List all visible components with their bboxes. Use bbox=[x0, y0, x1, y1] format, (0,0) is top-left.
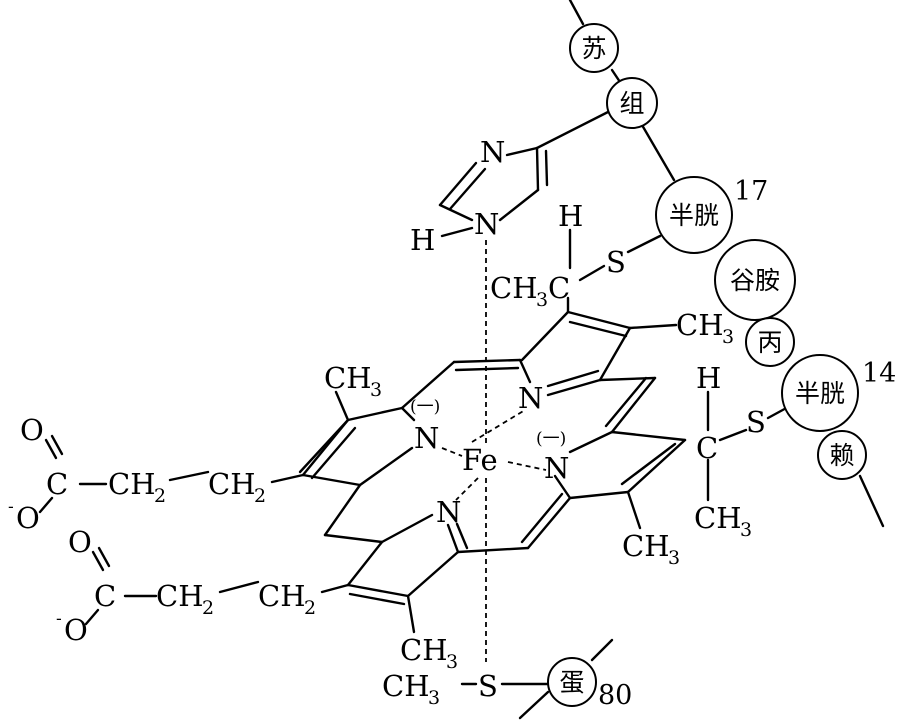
hydrogen-17: H bbox=[558, 199, 583, 233]
imidazole-nitrogen-top: N bbox=[480, 135, 505, 169]
residue-ala: 丙 bbox=[757, 328, 782, 357]
imidazole-nitrogen-bottom: N bbox=[474, 207, 499, 241]
methyl-sub-bottom: 3 bbox=[446, 651, 458, 673]
nitrogen-lower-right: N bbox=[544, 451, 569, 485]
propionate2-ch2-a: CH bbox=[156, 579, 203, 613]
residue-his: 组 bbox=[619, 89, 644, 118]
methyl-sub-17: 3 bbox=[536, 289, 548, 311]
residue-cys14: 半胱 bbox=[795, 379, 845, 408]
methyl-ch-lower-right: CH bbox=[622, 529, 669, 563]
methionine-methyl-sub: 3 bbox=[428, 687, 440, 709]
methyl-ch-top-right: CH bbox=[676, 308, 723, 342]
methyl-ch-upper-left: CH bbox=[324, 361, 371, 395]
nitrogen-upper-right: N bbox=[518, 381, 543, 415]
propionate1-carbon: C bbox=[46, 467, 68, 501]
residue-circles bbox=[547, 23, 867, 707]
methionine-methyl-ch: CH bbox=[382, 669, 429, 703]
methyl-sub-upper-left: 3 bbox=[370, 379, 382, 401]
coordination-bonds bbox=[441, 240, 547, 662]
propionate1-minus: - bbox=[8, 497, 14, 517]
negative-charge-upper-left: (一) bbox=[410, 397, 440, 417]
propionate2-minus: - bbox=[56, 609, 62, 629]
methyl-sub-lower-right: 3 bbox=[668, 547, 680, 569]
iron-atom: Fe bbox=[462, 443, 498, 477]
sulfur-17: S bbox=[606, 245, 626, 279]
nitrogen-upper-left: N bbox=[414, 421, 439, 455]
methyl-ch-17: CH bbox=[490, 271, 537, 305]
residue-number-80: 80 bbox=[598, 680, 632, 711]
propionate1-oxygen-single: O bbox=[16, 501, 40, 535]
sulfur-14: S bbox=[746, 405, 766, 439]
carbon-14: C bbox=[696, 431, 718, 465]
bond-lines bbox=[38, 0, 885, 720]
propionate2-sub-a: 2 bbox=[202, 597, 214, 619]
methyl-sub-top-right: 3 bbox=[722, 326, 734, 348]
propionate2-carbon: C bbox=[94, 579, 116, 613]
residue-met: 蛋 bbox=[559, 668, 584, 697]
propionate1-sub-b: 2 bbox=[254, 485, 266, 507]
residue-number-17: 17 bbox=[734, 176, 768, 207]
residue-lys: 赖 bbox=[829, 441, 854, 470]
methyl-ch-14: CH bbox=[694, 501, 741, 535]
propionate2-oxygen-double: O bbox=[68, 525, 92, 559]
carbon-17: C bbox=[548, 271, 570, 305]
residue-labels: 苏 组 半胱 谷胺 丙 半胱 赖 蛋 17 14 80 bbox=[559, 34, 896, 711]
residue-cys17: 半胱 bbox=[669, 201, 719, 230]
hydrogen-14: H bbox=[696, 361, 721, 395]
propionate1-sub-a: 2 bbox=[154, 485, 166, 507]
methyl-ch-bottom: CH bbox=[400, 633, 447, 667]
residue-gln: 谷胺 bbox=[730, 266, 780, 295]
propionate1-ch2-b: CH bbox=[208, 467, 255, 501]
residue-number-14: 14 bbox=[862, 358, 896, 389]
negative-charge-lower-right: (一) bbox=[536, 429, 566, 449]
propionate1-oxygen-double: O bbox=[20, 413, 44, 447]
imidazole-hydrogen: H bbox=[410, 223, 435, 257]
atom-labels: Fe N (一) N N (一) N N N H H CH 3 C S CH 3… bbox=[8, 135, 766, 709]
residue-thr: 苏 bbox=[581, 34, 606, 63]
propionate2-ch2-b: CH bbox=[258, 579, 305, 613]
propionate2-sub-b: 2 bbox=[304, 597, 316, 619]
methyl-sub-14: 3 bbox=[740, 519, 752, 541]
methionine-sulfur: S bbox=[478, 669, 498, 703]
propionate1-ch2-a: CH bbox=[108, 467, 155, 501]
nitrogen-lower-left: N bbox=[436, 495, 461, 529]
propionate2-oxygen-single: O bbox=[64, 613, 88, 647]
